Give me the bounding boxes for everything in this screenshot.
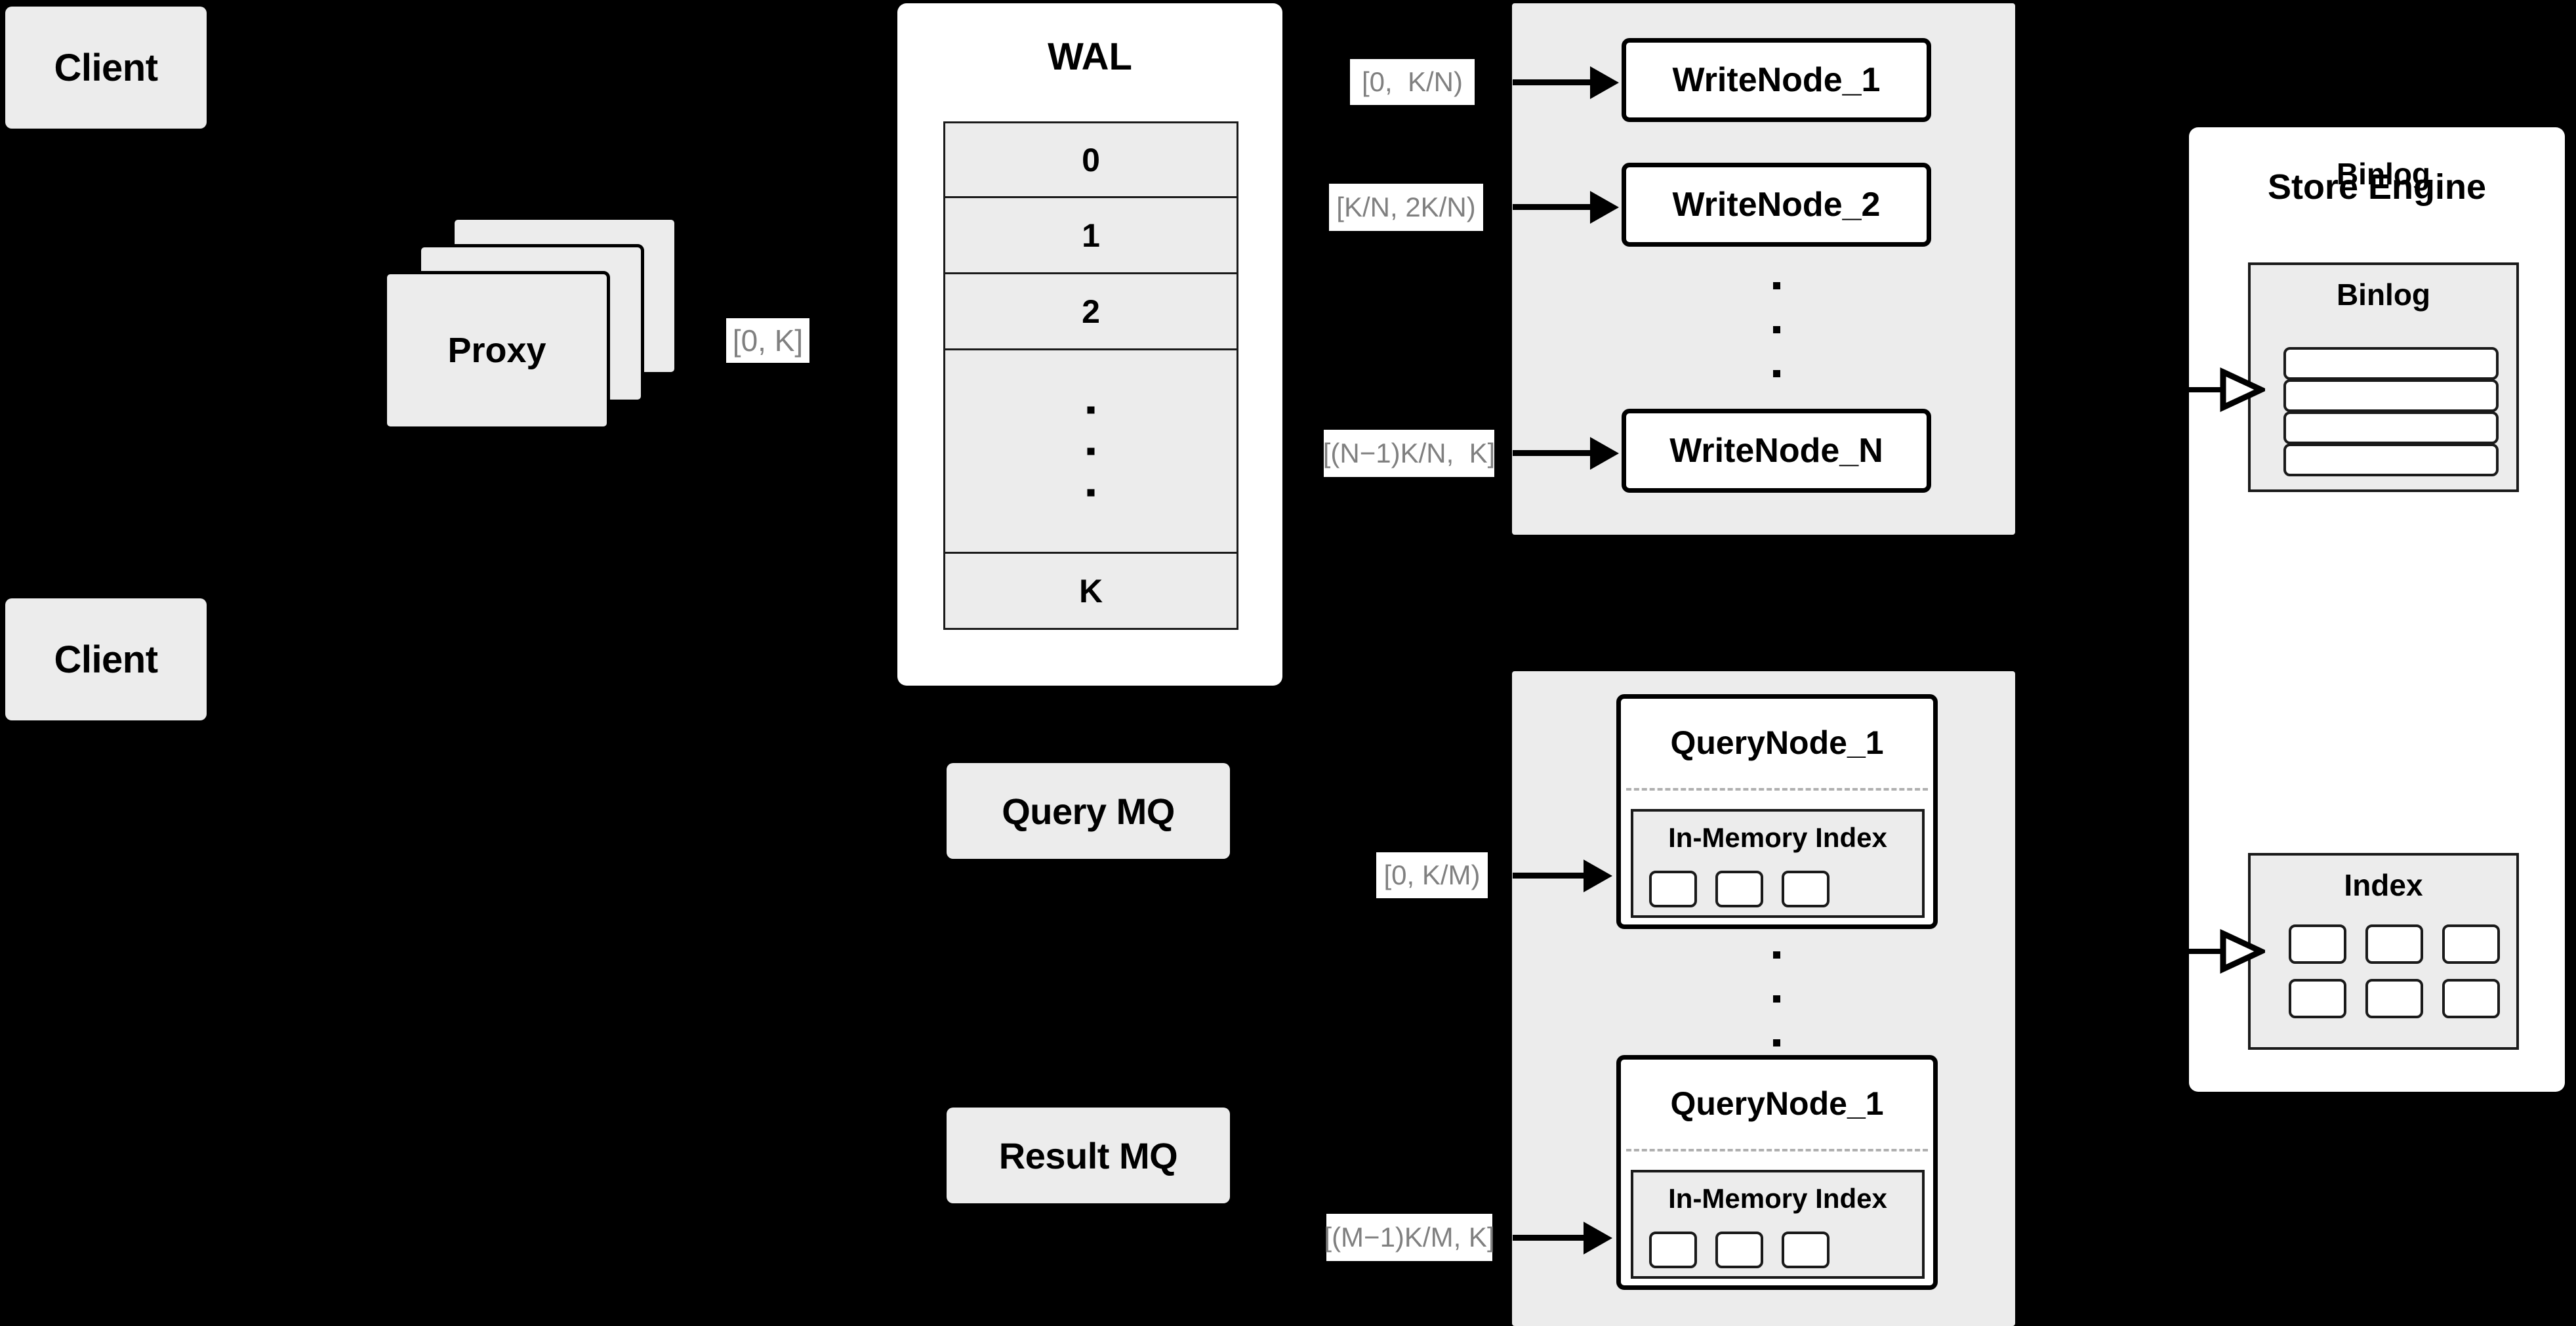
binlog-row-4[interactable]: [2283, 444, 2499, 476]
index-cell-4[interactable]: [2289, 979, 2346, 1018]
query-range-text-1: [0, K/M): [1383, 860, 1481, 890]
wal-table: 0 1 2 K: [943, 121, 1238, 630]
write-range-text-1: [0, K/N): [1361, 66, 1463, 97]
client-label-1: Client: [54, 46, 158, 89]
store-engine-title: Store Engine: [2267, 167, 2487, 207]
index-cell-1[interactable]: [2289, 924, 2346, 964]
result-mq-label: Result MQ: [998, 1134, 1178, 1176]
in-memory-index-segment-1-2[interactable]: [1715, 871, 1763, 907]
write-arrow-line-1: [1513, 79, 1591, 85]
query-node-title-2: QueryNode_1: [1670, 1085, 1884, 1122]
query-range-text-2: [(M−1)K/M, K]: [1324, 1222, 1495, 1253]
wal-title: WAL: [1048, 35, 1132, 78]
query-mq-box[interactable]: Query MQ: [947, 763, 1230, 859]
write-range-label-3: [(N−1)K/N, K]: [1322, 430, 1496, 477]
in-memory-index-segment-1-1[interactable]: [1649, 871, 1697, 907]
write-node-label-n: WriteNode_N: [1669, 432, 1883, 470]
query-node-box-2[interactable]: QueryNode_1 In-Memory Index: [1616, 1055, 1938, 1290]
proxy-label: Proxy: [447, 331, 546, 370]
index-cell-5[interactable]: [2365, 979, 2423, 1018]
index-cell-2[interactable]: [2365, 924, 2423, 964]
query-arrow-head-1: [1584, 860, 1612, 892]
proxy-box[interactable]: Proxy: [384, 271, 610, 430]
query-range-label-1: [0, K/M): [1376, 852, 1488, 898]
client-label-2: Client: [54, 638, 158, 681]
write-arrow-head-1: [1590, 66, 1619, 99]
index-cell-6[interactable]: [2442, 979, 2500, 1018]
index-arrow-line: [2186, 949, 2226, 954]
query-node-title-1: QueryNode_1: [1670, 724, 1884, 761]
binlog-arrow-line: [2186, 387, 2226, 392]
binlog-row-2[interactable]: [2283, 379, 2499, 412]
query-mq-label: Query MQ: [1002, 790, 1175, 832]
write-range-label-1: [0, K/N): [1350, 59, 1475, 105]
binlog-row-3[interactable]: [2283, 411, 2499, 444]
in-memory-index-box-1: In-Memory Index: [1631, 809, 1925, 918]
query-arrow-line-1: [1513, 873, 1585, 879]
binlog-container: Binlog: [2248, 262, 2519, 492]
write-node-label-2: WriteNode_2: [1672, 186, 1881, 224]
query-arrow-line-2: [1513, 1235, 1585, 1241]
in-memory-index-box-2: In-Memory Index: [1631, 1170, 1925, 1279]
write-range-text-2: [K/N, 2K/N): [1336, 192, 1476, 222]
index-container: Index: [2248, 853, 2519, 1050]
binlog-row-1[interactable]: [2283, 347, 2499, 380]
query-range-label-2: [(M−1)K/M, K]: [1324, 1214, 1495, 1261]
write-arrow-head-2: [1590, 191, 1619, 224]
query-arrow-head-2: [1584, 1222, 1612, 1254]
write-arrow-head-3: [1590, 437, 1619, 470]
in-memory-index-title-2: In-Memory Index: [1668, 1183, 1887, 1214]
in-memory-index-segment-2-1[interactable]: [1649, 1232, 1697, 1268]
wal-row-0[interactable]: 0: [945, 123, 1237, 198]
write-range-text-3: [(N−1)K/N, K]: [1322, 438, 1496, 468]
in-memory-index-segment-2-3[interactable]: [1782, 1232, 1830, 1268]
write-arrow-line-3: [1513, 450, 1591, 456]
binlog-label: Binlog: [2336, 278, 2431, 312]
binlog-arrow-head-icon: [2220, 367, 2265, 413]
proxy-range-label: [0, K]: [726, 318, 809, 363]
wal-row-2[interactable]: 2: [945, 274, 1237, 350]
wal-row-ellipsis: [945, 350, 1237, 554]
write-arrow-line-2: [1513, 204, 1591, 210]
write-node-box-2[interactable]: WriteNode_2: [1622, 163, 1931, 247]
write-range-label-2: [K/N, 2K/N): [1329, 184, 1483, 231]
index-label: Index: [2344, 868, 2423, 902]
in-memory-index-segment-2-2[interactable]: [1715, 1232, 1763, 1268]
write-node-box-n[interactable]: WriteNode_N: [1622, 409, 1931, 493]
write-node-label-1: WriteNode_1: [1672, 61, 1881, 99]
query-cluster-vertical-dots: [1773, 951, 1780, 1046]
proxy-range-text: [0, K]: [732, 323, 804, 358]
index-arrow-head-icon: [2220, 928, 2265, 974]
write-node-box-1[interactable]: WriteNode_1: [1622, 38, 1931, 122]
wal-panel: WAL 0 1 2 K: [897, 3, 1282, 686]
wal-row-1[interactable]: 1: [945, 198, 1237, 274]
query-node-divider-2: [1626, 1149, 1928, 1151]
client-box-2[interactable]: Client: [5, 598, 207, 720]
result-mq-box[interactable]: Result MQ: [947, 1108, 1230, 1203]
query-node-divider-1: [1626, 788, 1928, 791]
client-box-1[interactable]: Client: [5, 7, 207, 129]
in-memory-index-segment-1-3[interactable]: [1782, 871, 1830, 907]
binlog-title: Binlog: [2336, 157, 2431, 191]
write-cluster-vertical-dots: [1773, 282, 1780, 377]
wal-vertical-dots: [1087, 406, 1095, 496]
query-node-box-1[interactable]: QueryNode_1 In-Memory Index: [1616, 694, 1938, 929]
in-memory-index-title-1: In-Memory Index: [1668, 822, 1887, 853]
index-cell-3[interactable]: [2442, 924, 2500, 964]
wal-row-K[interactable]: K: [945, 554, 1237, 628]
